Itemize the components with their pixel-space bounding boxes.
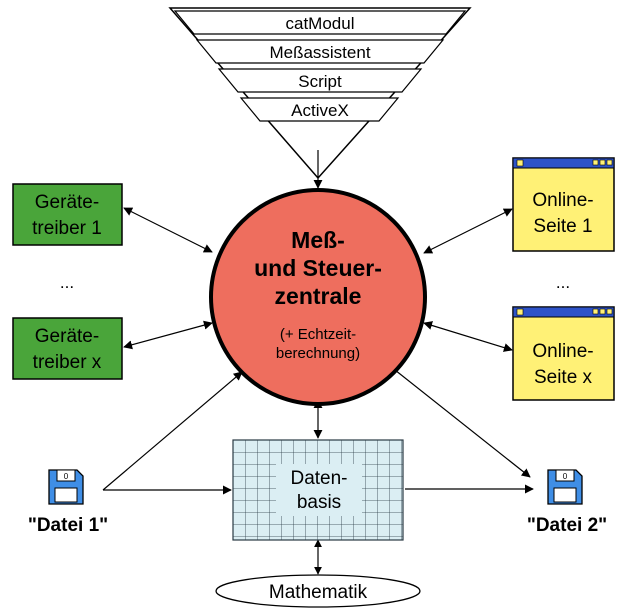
device-driver-1: Geräte- treiber 1 [12, 183, 123, 246]
driverx-label-line1: Geräte- [35, 326, 99, 347]
funnel-label-script: Script [298, 72, 342, 91]
funnel-level-script [217, 68, 423, 93]
database-label-line1: Daten- [290, 468, 347, 489]
onlinex-maximize-icon [599, 308, 606, 315]
connectors [102, 207, 534, 575]
file-2: 0 "Datei 2" [527, 469, 607, 536]
arrow-file1-center [102, 371, 243, 491]
onlinex-titlebar [512, 306, 615, 318]
onlinex-label-line1: Online- [532, 341, 593, 362]
file2-label: "Datei 2" [527, 515, 607, 536]
funnel-level-messassistent [195, 39, 445, 64]
onlinex-label-line2: Seite x [534, 367, 593, 388]
control-center: Meß- und Steuer- zentrale (+ Echtzeit- b… [209, 188, 427, 406]
center-title-line2: und Steuer- [254, 255, 382, 281]
onlinex-minimize-icon [592, 308, 599, 315]
onlinex-window [512, 306, 615, 401]
input-funnel: catModul Meßassistent Script ActiveX [168, 7, 472, 180]
database-label-backdrop [276, 464, 362, 516]
floppy1-label: 0 [64, 472, 69, 481]
file-1: 0 "Datei 1" [28, 469, 108, 536]
center-title-line3: zentrale [275, 283, 362, 309]
online1-titlebar [512, 157, 615, 169]
online1-label-line1: Online- [532, 190, 593, 211]
funnel-level-activex [239, 97, 400, 122]
online1-app-icon [516, 159, 524, 167]
center-subtitle-line1: (+ Echtzeit- [280, 326, 356, 343]
floppy-disk-icon: 0 [547, 469, 583, 505]
funnel-label-activex: ActiveX [291, 101, 349, 120]
file1-label: "Datei 1" [28, 515, 108, 536]
funnel-label-catmodul: catModul [286, 14, 355, 33]
funnel-level-catmodul [173, 10, 467, 35]
online-page-x: Online- Seite x [512, 306, 615, 401]
arrow-driverx-center [123, 320, 213, 350]
onlinex-app-icon [516, 308, 524, 316]
funnel-label-messassistent: Meßassistent [269, 43, 370, 62]
online1-close-icon [606, 159, 613, 166]
driver1-box [12, 183, 123, 246]
driver1-label-line2: treiber 1 [32, 218, 102, 239]
database: Daten- basis [232, 439, 404, 541]
driverx-box [12, 317, 123, 380]
floppy2-label: 0 [563, 472, 568, 481]
device-driver-x: Geräte- treiber x [12, 317, 123, 380]
driverx-label-line2: treiber x [33, 352, 102, 373]
arrow-center-onlinex [423, 321, 513, 352]
online1-minimize-icon [592, 159, 599, 166]
center-title-line1: Meß- [291, 227, 345, 253]
floppy-disk-icon: 0 [48, 469, 84, 505]
center-subtitle-line2: berechnung) [276, 345, 360, 362]
online-page-1: Online- Seite 1 [512, 157, 615, 252]
onlinex-close-icon [606, 308, 613, 315]
driver1-label-line1: Geräte- [35, 192, 99, 213]
drivers-ellipsis: ... [60, 273, 74, 292]
online-ellipsis: ... [556, 273, 570, 292]
arrow-driver1-center [123, 207, 213, 253]
math-label: Mathematik [269, 582, 368, 603]
mathematics: Mathematik [215, 574, 421, 608]
database-label-line2: basis [297, 492, 341, 513]
arrow-center-file2 [394, 369, 531, 478]
math-ellipse [215, 574, 421, 608]
arrow-center-online1 [423, 208, 513, 254]
online1-label-line2: Seite 1 [533, 216, 592, 237]
center-circle [209, 188, 427, 406]
online1-maximize-icon [599, 159, 606, 166]
online1-window [512, 157, 615, 252]
